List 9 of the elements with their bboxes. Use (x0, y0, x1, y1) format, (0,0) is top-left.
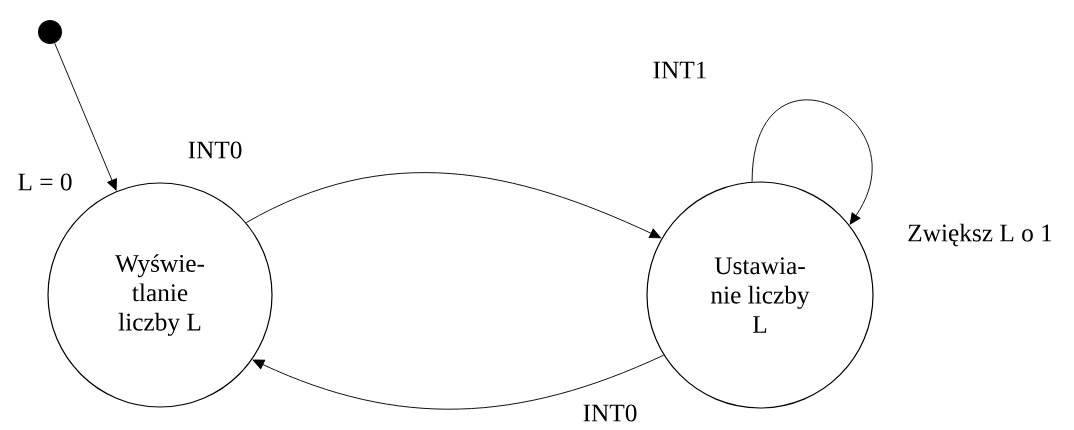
arrow (252, 354, 665, 410)
edge-label: INT0 (581, 403, 639, 423)
arrow (751, 99, 873, 225)
start-dot (38, 20, 62, 44)
edge-label: INT0 (186, 140, 244, 160)
arrow (54, 42, 117, 191)
edge-label: INT1 (651, 60, 709, 80)
arrow (245, 172, 662, 239)
action-label: Zwiększ L o 1 (908, 223, 1052, 247)
